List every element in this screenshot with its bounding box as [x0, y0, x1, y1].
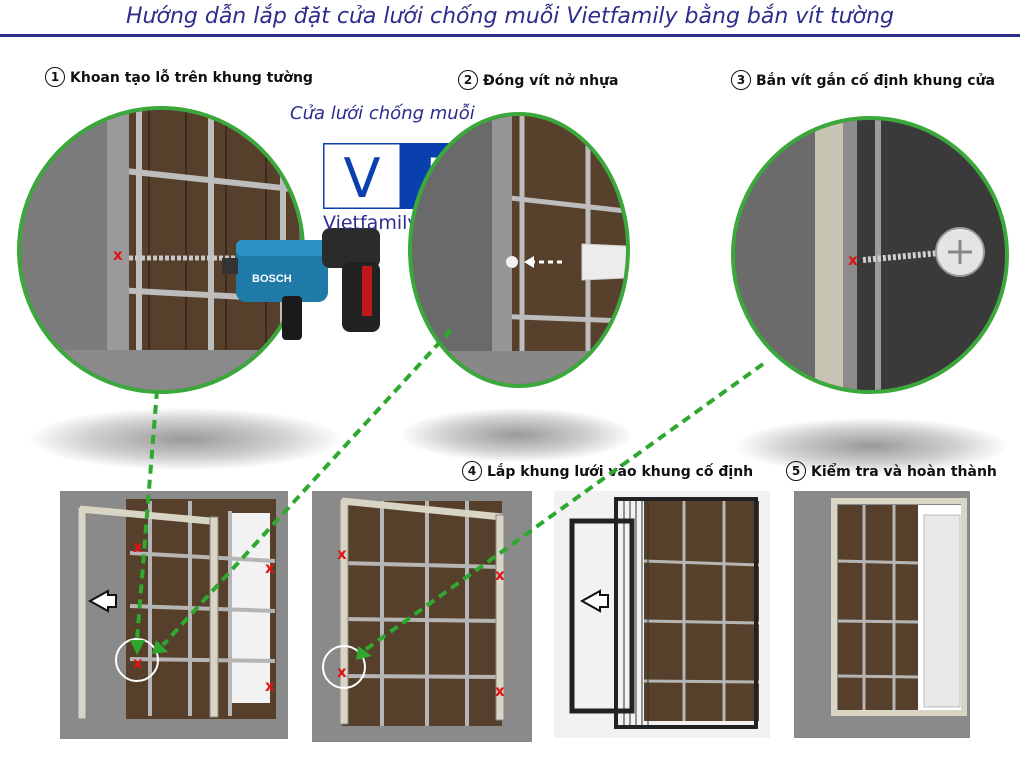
step-1-text: Khoan tạo lỗ trên khung tường [70, 70, 313, 86]
step-2-text: Đóng vít nở nhựa [483, 73, 619, 89]
panel-2-marker-a: x [337, 545, 347, 563]
step-1-number: 1 [45, 67, 65, 87]
panel-1-highlight-ring [115, 638, 159, 682]
circle-3-shadow [736, 418, 1006, 474]
page-title: Hướng dẫn lắp đặt cửa lưới chống muỗi Vi… [126, 4, 894, 29]
step-3-detail-circle [731, 116, 1009, 394]
step-2-result-panel [312, 491, 532, 742]
step-3-number: 3 [731, 70, 751, 90]
step-5-number: 5 [786, 461, 806, 481]
step-1-label: 1 Khoan tạo lỗ trên khung tường [45, 67, 313, 87]
step-5-result-panel [794, 491, 970, 738]
step-2-detail-circle [408, 112, 630, 388]
title-underline [0, 34, 1020, 37]
drill-point-marker: x [113, 246, 123, 264]
step-2-label: 2 Đóng vít nở nhựa [458, 70, 619, 90]
panel-2-marker-d: x [495, 682, 505, 700]
logo-letter-v: V [344, 147, 381, 209]
panel-1-marker-b: x [265, 559, 275, 577]
circle-1-shadow [30, 408, 340, 470]
step-5-text: Kiểm tra và hoàn thành [811, 464, 997, 480]
step-4-result-panel [554, 491, 770, 738]
finished-window-illustration [794, 491, 970, 738]
step-1-result-panel [60, 491, 288, 739]
panel-1-marker-d: x [265, 677, 275, 695]
step-2-number: 2 [458, 70, 478, 90]
screw-illustration [735, 120, 1005, 390]
step-5-label: 5 Kiểm tra và hoàn thành [786, 461, 997, 481]
step-3-text: Bắn vít gắn cố định khung cửa [756, 73, 995, 89]
circle-2-shadow [402, 408, 632, 462]
step-4-number: 4 [462, 461, 482, 481]
panel-2-highlight-ring [322, 645, 366, 689]
anchor-illustration [412, 116, 626, 384]
step-3-label: 3 Bắn vít gắn cố định khung cửa [731, 70, 995, 90]
window-frame-illustration-2 [312, 491, 532, 742]
panel-2-marker-b: x [495, 566, 505, 584]
panel-1-marker-a: x [133, 538, 143, 556]
logo-caption: Cửa lưới chống muỗi [290, 103, 475, 124]
step-4-label: 4 Lắp khung lưới vào khung cố định [462, 461, 753, 481]
window-frame-illustration-1 [60, 491, 288, 739]
screw-point-marker: x [848, 251, 858, 269]
drill-brand-label: BOSCH [252, 273, 292, 285]
mesh-frame-illustration [554, 491, 770, 738]
step-4-text: Lắp khung lưới vào khung cố định [487, 464, 754, 480]
drill-icon: BOSCH [222, 228, 380, 340]
